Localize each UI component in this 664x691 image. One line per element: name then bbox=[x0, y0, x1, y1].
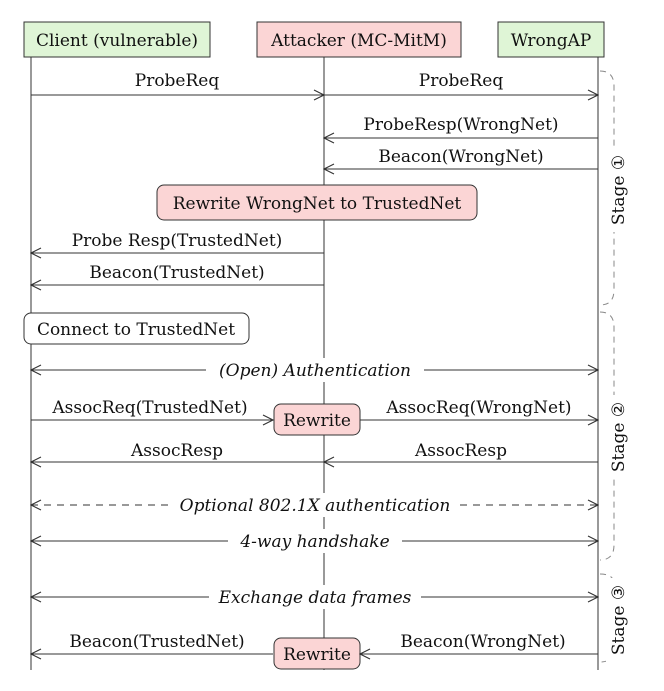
message-label: Optional 802.1X authentication bbox=[180, 496, 451, 516]
message-proberesp-attacker-to-client: Probe Resp(TrustedNet) bbox=[31, 231, 324, 253]
note-rewrite-beacon: Rewrite bbox=[273, 637, 361, 670]
message-label: Exchange data frames bbox=[218, 588, 412, 608]
message-label: ProbeReq bbox=[419, 71, 504, 91]
message-beacon-attacker-to-client: Beacon(TrustedNet) bbox=[31, 263, 324, 285]
message-exchange-data: Exchange data frames bbox=[31, 585, 598, 609]
stage-2-label: Stage ② bbox=[609, 402, 629, 472]
stage-3-label: Stage ③ bbox=[609, 585, 629, 655]
message-four-way-handshake: 4-way handshake bbox=[31, 529, 598, 553]
message-proberesp-wrongap-to-attacker: ProbeResp(WrongNet) bbox=[324, 115, 598, 138]
message-assocreq-attacker-to-wrongap: AssocReq(WrongNet) bbox=[360, 398, 598, 420]
message-label: Probe Resp(TrustedNet) bbox=[72, 231, 283, 251]
note-rewrite-assoc: Rewrite bbox=[273, 403, 361, 436]
participant-attacker-label: Attacker (MC-MitM) bbox=[270, 31, 447, 51]
participant-attacker: Attacker (MC-MitM) bbox=[256, 21, 462, 58]
message-probereq-attacker-to-wrongap: ProbeReq bbox=[324, 71, 598, 95]
message-label: AssocResp bbox=[130, 441, 223, 461]
message-label: Beacon(TrustedNet) bbox=[69, 632, 244, 652]
note-rewrite-net: Rewrite WrongNet to TrustedNet bbox=[156, 184, 478, 221]
stage-1-label: Stage ① bbox=[609, 155, 629, 225]
participant-wrongap: WrongAP bbox=[497, 21, 605, 58]
message-beacon-wrongap-to-attacker: Beacon(WrongNet) bbox=[324, 147, 598, 169]
note-rewrite-beacon-label: Rewrite bbox=[283, 645, 351, 665]
message-label: ProbeResp(WrongNet) bbox=[363, 115, 558, 135]
message-open-authentication: (Open) Authentication bbox=[31, 358, 598, 382]
message-label: AssocReq(TrustedNet) bbox=[51, 398, 247, 418]
message-label: Beacon(WrongNet) bbox=[400, 632, 565, 652]
message-label: AssocResp bbox=[414, 441, 507, 461]
participant-wrongap-label: WrongAP bbox=[511, 31, 592, 51]
message-assocreq-client-to-attacker: AssocReq(TrustedNet) bbox=[31, 398, 273, 420]
message-probereq-client-to-attacker: ProbeReq bbox=[31, 71, 324, 95]
message-label: Beacon(WrongNet) bbox=[378, 147, 543, 167]
message-label: (Open) Authentication bbox=[219, 361, 411, 381]
message-label: Beacon(TrustedNet) bbox=[89, 263, 264, 283]
message-label: 4-way handshake bbox=[239, 532, 389, 552]
message-assocresp-wrongap-to-attacker: AssocResp bbox=[324, 441, 598, 462]
note-rewrite-assoc-label: Rewrite bbox=[283, 411, 351, 431]
stage-3-brace: Stage ③ bbox=[599, 573, 632, 663]
note-connect: Connect to TrustedNet bbox=[23, 312, 250, 345]
stage-2-brace: Stage ② bbox=[599, 311, 632, 561]
message-beacon2-wrongap-to-attacker: Beacon(WrongNet) bbox=[360, 632, 598, 654]
message-label: ProbeReq bbox=[135, 71, 220, 91]
message-optional-8021x: Optional 802.1X authentication bbox=[31, 493, 598, 517]
participant-client-label: Client (vulnerable) bbox=[36, 31, 198, 51]
message-label: AssocReq(WrongNet) bbox=[385, 398, 571, 418]
message-assocresp-attacker-to-client: AssocResp bbox=[31, 441, 324, 462]
message-beacon2-attacker-to-client: Beacon(TrustedNet) bbox=[31, 632, 273, 654]
note-rewrite-net-label: Rewrite WrongNet to TrustedNet bbox=[173, 194, 462, 214]
stage-1-brace: Stage ① bbox=[599, 70, 632, 306]
participant-client: Client (vulnerable) bbox=[23, 21, 211, 58]
note-connect-label: Connect to TrustedNet bbox=[37, 320, 235, 340]
